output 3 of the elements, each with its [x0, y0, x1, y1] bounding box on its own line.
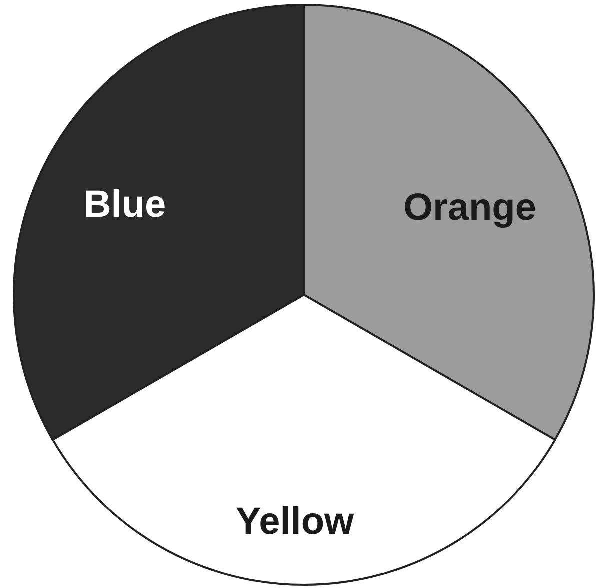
- slice-label: Orange: [403, 189, 537, 227]
- slice-label: Yellow: [236, 503, 354, 541]
- slice-label: Blue: [84, 186, 166, 224]
